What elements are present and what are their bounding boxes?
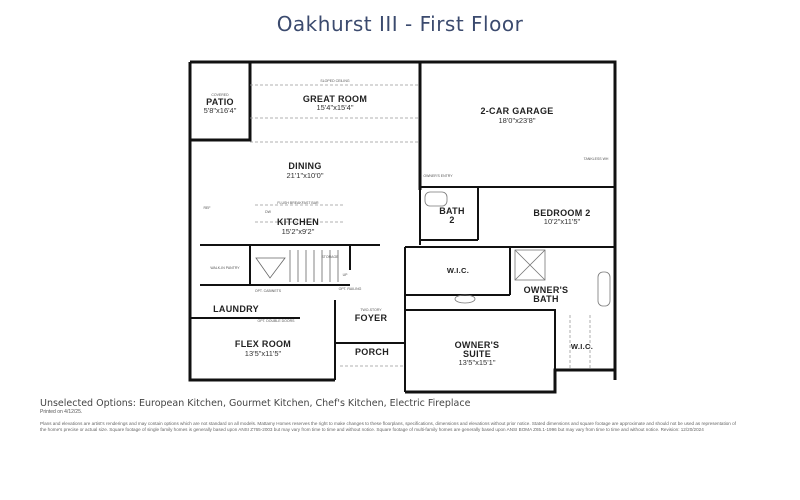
- owners-bath-label: OWNER'S: [523, 285, 569, 295]
- kitchen-label: KITCHEN: [276, 217, 320, 227]
- opt-double-doors-note: OPT. DOUBLE DOORS: [257, 319, 295, 323]
- dining-dim: 21'1"x10'0": [286, 171, 324, 180]
- great-room-dim: 15'4"x15'4": [316, 103, 354, 112]
- laundry-label: LAUNDRY: [213, 304, 259, 314]
- page-title: Oakhurst III - First Floor: [276, 12, 524, 36]
- kitchen-dim: 15'2"x9'2": [281, 227, 315, 236]
- bath2-label: BATH: [439, 206, 465, 216]
- breakfast-bar-note: FLUSH BREAKFAST BAR: [277, 201, 319, 205]
- printed-date: Printed on 4/12/25.: [40, 409, 83, 415]
- wic1-label: W.I.C.: [446, 266, 470, 275]
- dw-note: DW: [265, 210, 271, 214]
- patio-label: PATIO: [206, 97, 234, 107]
- disclaimer: Plans and elevations are artist's render…: [40, 421, 736, 432]
- owners-suite-label-2: SUITE: [462, 349, 492, 359]
- owners-entry-note: OWNER'S ENTRY: [423, 174, 453, 178]
- patio-dim: 5'8"x16'4": [203, 106, 237, 115]
- opt-railing-note: OPT. RAILING: [338, 287, 362, 291]
- wic2-label: W.I.C.: [570, 342, 594, 351]
- bedroom2-label: BEDROOM 2: [533, 208, 591, 218]
- garage-dim: 18'0"x23'8": [498, 116, 536, 125]
- storage-label: STORAGE: [321, 255, 339, 259]
- great-room-note: SLOPED CEILING: [320, 79, 350, 83]
- flex-room-label: FLEX ROOM: [234, 339, 292, 349]
- foyer-label: FOYER: [354, 313, 388, 323]
- exterior-walls: [188, 60, 617, 394]
- opt-cabinets-note: OPT. CABINETS: [254, 289, 282, 293]
- great-room-label: GREAT ROOM: [302, 94, 368, 104]
- garage-label: 2-CAR GARAGE: [480, 106, 554, 116]
- tankless-wh-note: TANKLESS WH: [583, 157, 609, 161]
- owners-suite-dim: 13'5"x15'1": [458, 358, 496, 367]
- stair-up-label: UP: [342, 273, 348, 277]
- interior-walls: [190, 186, 615, 392]
- foyer-note: TWO-STORY: [360, 308, 382, 312]
- porch-label: PORCH: [354, 347, 390, 357]
- patio-note: COVERED: [211, 93, 229, 97]
- ref-note: REF: [203, 206, 211, 210]
- dashed-lines: [250, 84, 591, 370]
- unselected-options: Unselected Options: European Kitchen, Go…: [40, 398, 471, 409]
- dining-label: DINING: [288, 161, 322, 171]
- bath2-number: 2: [449, 215, 455, 225]
- owners-suite-label: OWNER'S: [454, 340, 500, 350]
- bedroom2-dim: 10'2"x11'5": [543, 217, 581, 226]
- pantry-label: WALK-IN PANTRY: [210, 266, 240, 270]
- stairs: [255, 250, 339, 282]
- owners-bath-label-2: BATH: [533, 294, 559, 304]
- flex-room-dim: 13'5"x11'5": [244, 349, 282, 358]
- fixtures: [424, 191, 611, 307]
